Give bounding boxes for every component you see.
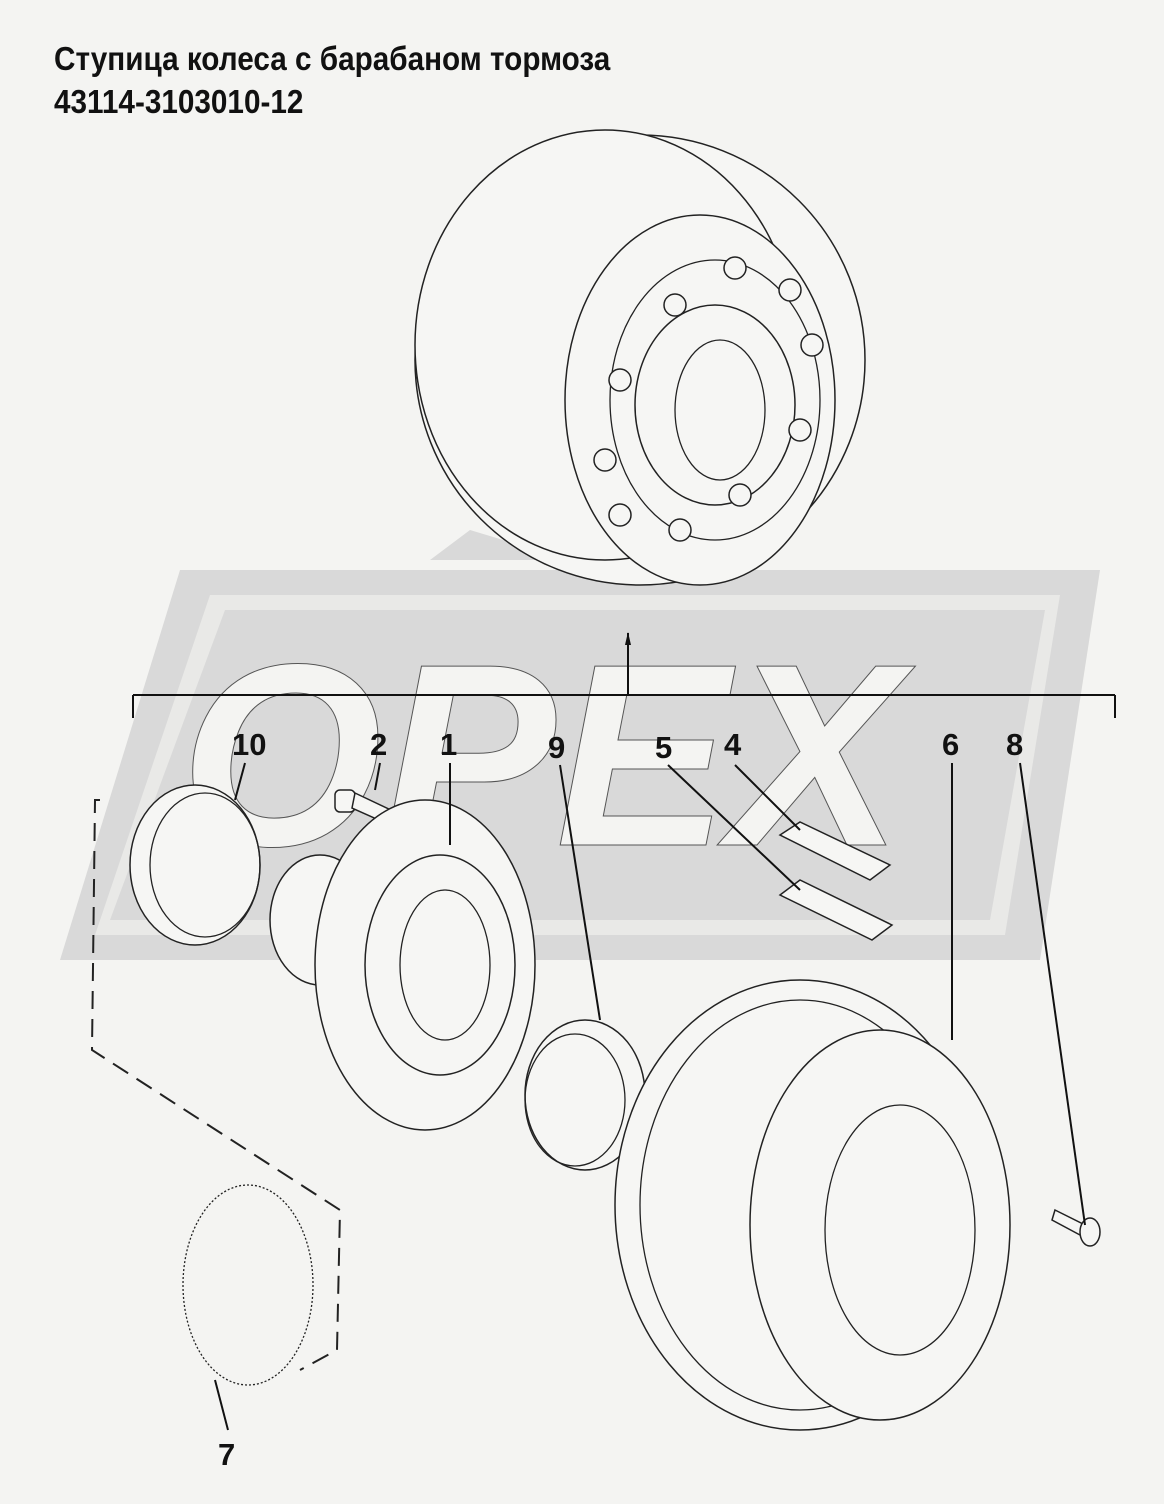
hub-1 bbox=[269, 799, 536, 1131]
leader-lines bbox=[214, 762, 1086, 1431]
callout-10: 10 bbox=[232, 727, 266, 762]
lock-plates-4-5 bbox=[778, 821, 894, 941]
callout-9: 9 bbox=[548, 730, 565, 765]
callout-7: 7 bbox=[218, 1437, 235, 1472]
callout-4: 4 bbox=[724, 727, 742, 762]
callout-1: 1 bbox=[440, 727, 457, 762]
diagram-title: Ступица колеса с барабаном тормоза bbox=[54, 40, 611, 77]
watermark-text: OPEX bbox=[180, 611, 916, 901]
assembled-drum-illustration bbox=[414, 129, 866, 586]
part-number: 43114-3103010-12 bbox=[54, 83, 304, 120]
screw-8 bbox=[1051, 1208, 1101, 1247]
dashed-group-outline bbox=[90, 799, 342, 1371]
sensor-ring-7 bbox=[182, 1184, 314, 1386]
callout-2: 2 bbox=[370, 727, 387, 762]
bearing-ring-10 bbox=[129, 784, 261, 946]
callout-6: 6 bbox=[942, 727, 959, 762]
callout-8: 8 bbox=[1006, 727, 1023, 762]
assembly-bracket bbox=[132, 632, 1116, 718]
brake-drum-6 bbox=[614, 979, 1011, 1431]
callout-5: 5 bbox=[655, 730, 672, 765]
